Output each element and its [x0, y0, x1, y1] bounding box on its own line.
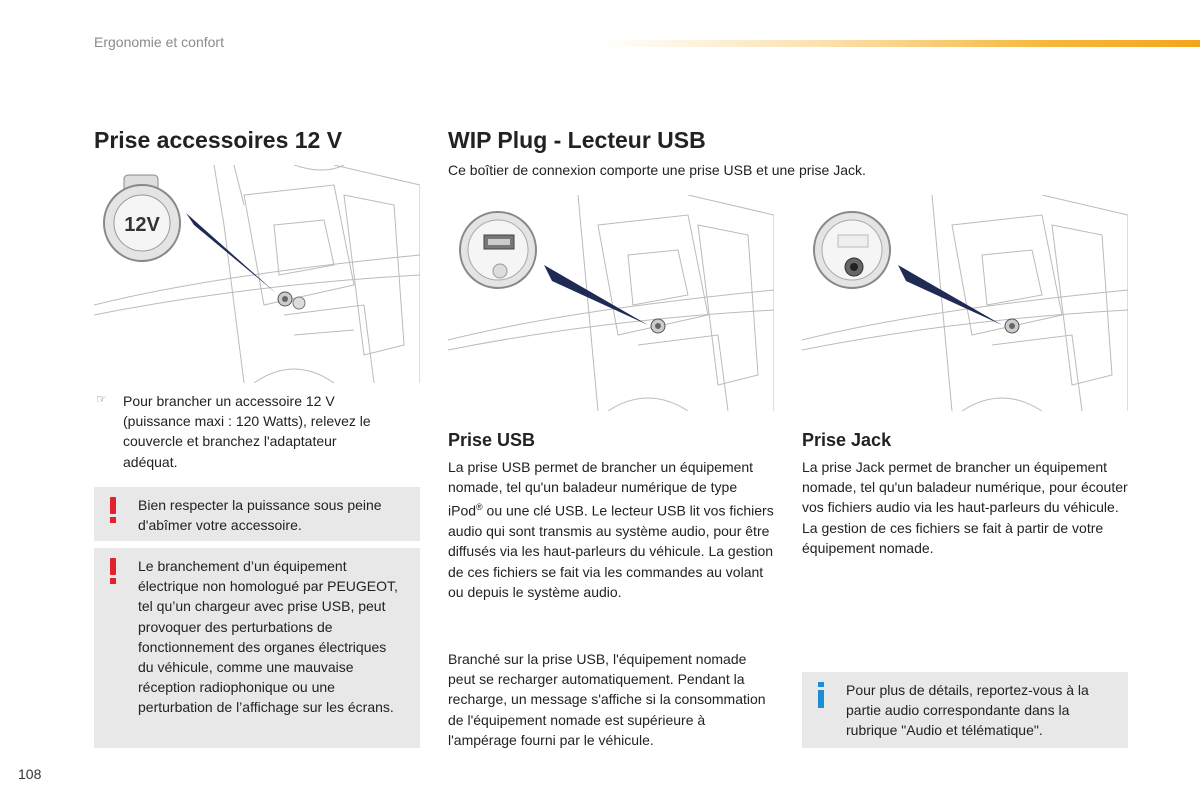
info-text: Pour plus de détails, reportez-vous à la…: [846, 682, 1089, 739]
illustration-12v-socket: 12V: [94, 165, 420, 383]
warning-icon: [110, 497, 116, 523]
usb-text-b: ou une clé USB. Le lecteur USB lit vos f…: [448, 503, 774, 600]
wip-plug-intro: Ce boîtier de connexion comporte une pri…: [448, 162, 866, 178]
usb-description: La prise USB permet de brancher un équip…: [448, 457, 774, 602]
pointing-hand-icon: ☞: [96, 392, 107, 406]
warning-text: Bien respecter la puissance sous peine d…: [138, 497, 382, 534]
warning-text: Le branchement d’un équipement électriqu…: [138, 558, 398, 716]
title-wip-plug: WIP Plug - Lecteur USB: [448, 127, 706, 153]
registered-mark: ®: [476, 502, 483, 513]
header-accent-bar: [600, 40, 1200, 47]
usb-text-a: La prise USB permet de brancher un équip…: [448, 459, 754, 520]
info-icon: [818, 682, 824, 708]
illustration-usb-socket: [448, 195, 774, 411]
subtitle-jack: Prise Jack: [802, 430, 892, 450]
instruction-12v: Pour brancher un accessoire 12 V (puissa…: [123, 393, 371, 470]
warning-box-unapproved-equipment: Le branchement d’un équipement électriqu…: [94, 548, 420, 748]
usb-charging-text: Branché sur la prise USB, l'équipement n…: [448, 651, 766, 748]
warning-icon: [110, 558, 116, 584]
illustration-jack-socket: [802, 195, 1128, 411]
section-label: Ergonomie et confort: [94, 34, 224, 50]
socket-label: 12V: [124, 214, 160, 236]
jack-description: La prise Jack permet de brancher un équi…: [802, 459, 1128, 556]
subtitle-usb: Prise USB: [448, 430, 536, 450]
title-12v-socket: Prise accessoires 12 V: [94, 127, 343, 153]
page-number: 108: [18, 766, 42, 782]
info-box-audio: Pour plus de détails, reportez-vous à la…: [802, 672, 1128, 748]
warning-box-power: Bien respecter la puissance sous peine d…: [94, 487, 420, 541]
